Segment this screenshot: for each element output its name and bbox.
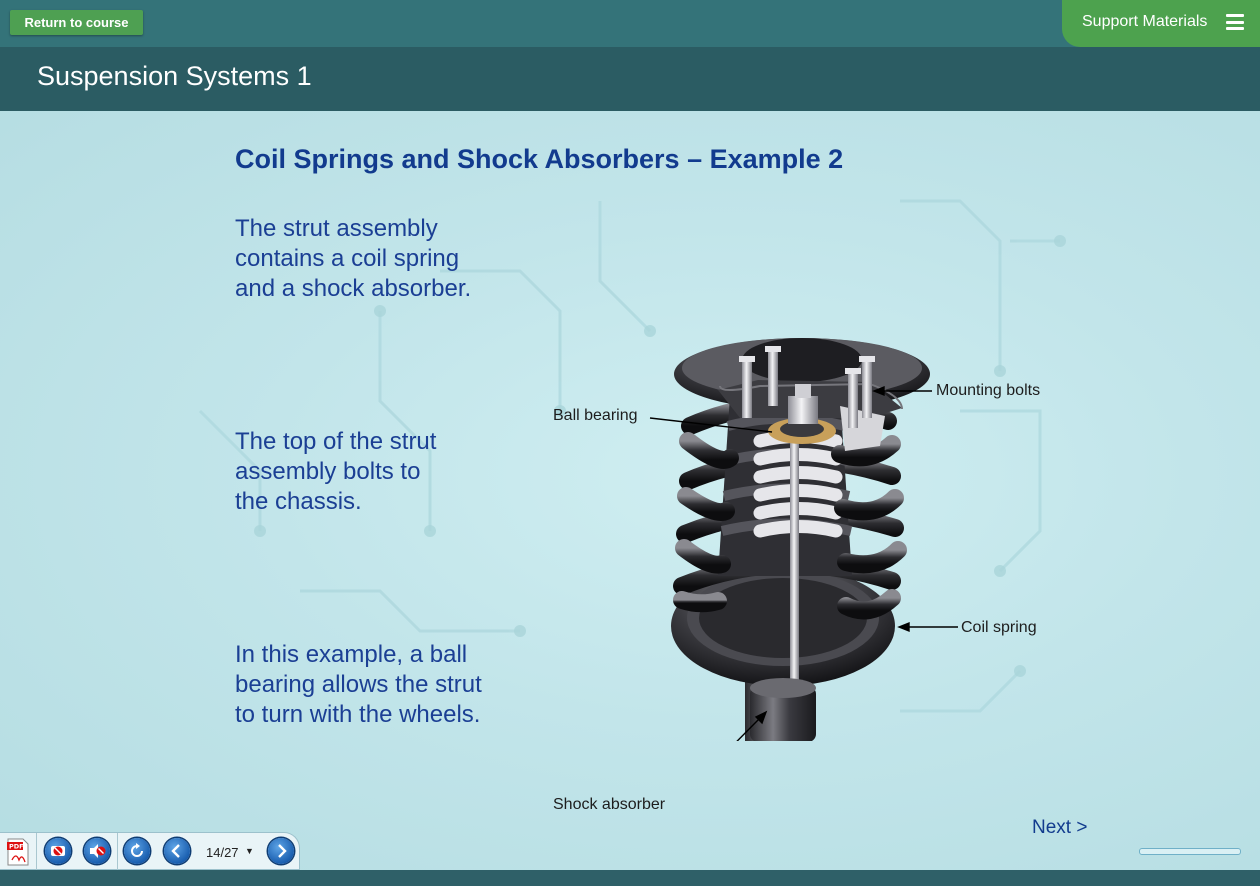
strut-assembly-illustration: Mounting bolts Ball bearing Coil spring … xyxy=(540,226,1060,813)
slide-content: Coil Springs and Shock Absorbers – Examp… xyxy=(0,111,1260,870)
label-mounting-bolts: Mounting bolts xyxy=(936,382,1041,399)
previous-icon[interactable] xyxy=(164,838,190,864)
paragraph-line: contains a coil spring xyxy=(235,245,460,272)
strut-drawing xyxy=(649,338,958,802)
pdf-icon[interactable]: PDF xyxy=(6,838,30,866)
label-shock-absorber: Shock absorber xyxy=(553,796,666,813)
next-link[interactable]: Next > xyxy=(1032,817,1088,838)
paragraph-line: The strut assembly xyxy=(235,215,438,242)
paragraph-line: assembly bolts to xyxy=(235,458,421,485)
page-indicator[interactable]: 14/27 xyxy=(206,845,239,860)
support-materials-label: Support Materials xyxy=(1082,13,1208,30)
paragraph-line: the chassis. xyxy=(235,488,362,515)
paragraph-line: bearing allows the strut xyxy=(235,671,482,698)
circuit-background-decoration xyxy=(198,199,1066,713)
toolbar-separator xyxy=(117,833,118,871)
captions-off-icon[interactable] xyxy=(45,838,71,864)
toolbar-separator xyxy=(36,833,37,871)
paragraph-line: The top of the strut xyxy=(235,428,437,455)
paragraph-line: In this example, a ball xyxy=(235,641,468,668)
paragraph-chassis: The top of the strut assembly bolts to t… xyxy=(235,427,535,517)
svg-text:PDF: PDF xyxy=(9,843,24,851)
bottom-strip xyxy=(0,870,1260,886)
paragraph-line: to turn with the wheels. xyxy=(235,701,481,728)
paragraph-strut-assembly: The strut assembly contains a coil sprin… xyxy=(235,214,535,304)
label-coil-spring: Coil spring xyxy=(961,619,1037,636)
audio-off-icon[interactable] xyxy=(84,838,110,864)
slide-title: Coil Springs and Shock Absorbers – Examp… xyxy=(235,144,844,174)
top-bar: Return to course Support Materials xyxy=(0,0,1260,47)
return-to-course-button[interactable]: Return to course xyxy=(10,10,143,35)
next-icon[interactable] xyxy=(268,838,294,864)
paragraph-line: and a shock absorber. xyxy=(235,275,472,302)
paragraph-ball-bearing: In this example, a ball bearing allows t… xyxy=(235,640,535,730)
label-ball-bearing: Ball bearing xyxy=(553,407,638,424)
support-materials-button[interactable]: Support Materials xyxy=(1062,0,1260,47)
page-dropdown-icon[interactable]: ▼ xyxy=(245,846,254,856)
progress-bar xyxy=(1139,848,1241,855)
replay-icon[interactable] xyxy=(124,838,150,864)
course-title-bar: Suspension Systems 1 xyxy=(0,47,1260,111)
course-title: Suspension Systems 1 xyxy=(37,61,312,91)
hamburger-menu-icon[interactable] xyxy=(1226,14,1244,30)
player-toolbar: PDF 14/27 ▼ xyxy=(0,832,300,871)
